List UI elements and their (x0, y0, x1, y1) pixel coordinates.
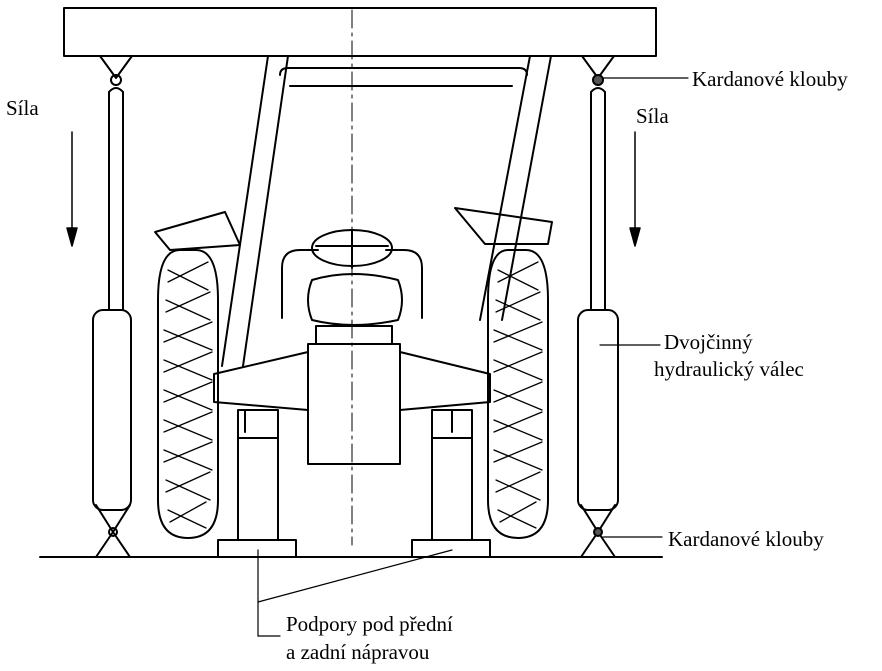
supports-label-line2: a zadní nápravou (286, 640, 430, 664)
joints-label-bottom: Kardanové klouby (668, 527, 824, 551)
force-label-left: Síla (6, 96, 39, 120)
cab-frame (154, 55, 553, 367)
force-label-right: Síla (636, 104, 669, 128)
joints-label-top: Kardanové klouby (692, 67, 848, 91)
force-arrow-left (66, 131, 78, 247)
cylinder-label-line2: hydraulický válec (654, 357, 804, 381)
right-support-stand (411, 409, 491, 558)
supports-label-line1: Podpory pod přední (286, 612, 453, 636)
right-hydraulic-cylinder (577, 55, 619, 558)
left-support-stand (217, 409, 297, 558)
leader-lines (257, 77, 689, 637)
seat-and-steering (281, 229, 423, 345)
rear-axle-housing (213, 343, 491, 465)
right-rear-wheel (487, 249, 549, 539)
cylinder-label-line1: Dvojčinný (664, 330, 753, 354)
left-hydraulic-cylinder (92, 55, 133, 558)
top-beam (63, 7, 657, 57)
force-arrow-right (629, 131, 641, 247)
left-rear-wheel (157, 249, 219, 539)
